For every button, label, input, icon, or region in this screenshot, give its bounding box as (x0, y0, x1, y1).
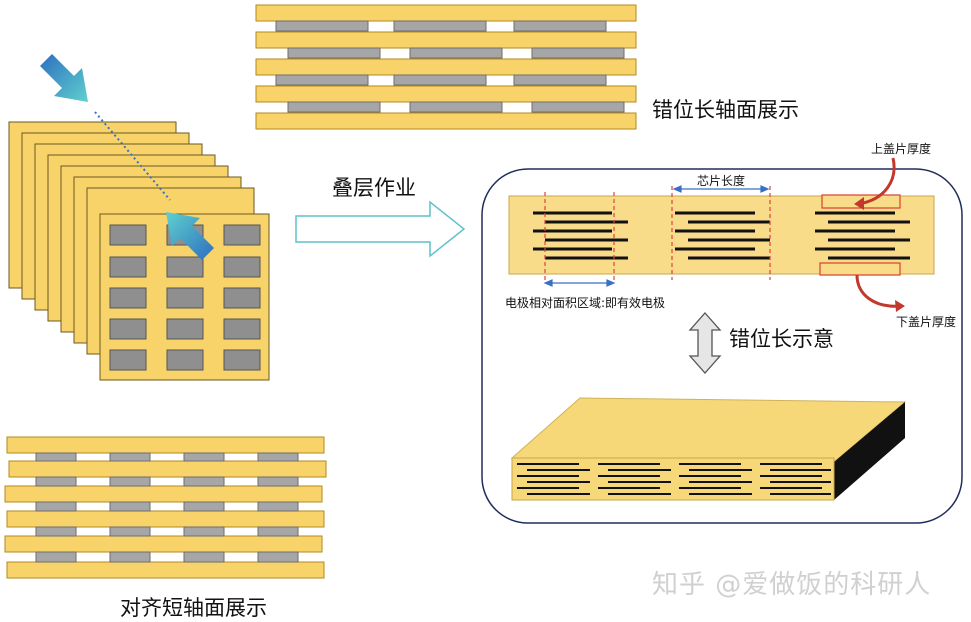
watermark: 知乎 @爱做饭的科研人 (652, 570, 932, 600)
aligned-short-axis-stack (4, 436, 327, 579)
stagger-length-label: 错位长示意 (729, 327, 834, 351)
stagger-long-axis-label: 错位长轴面展示 (652, 98, 799, 122)
stagger-long-axis-stack (255, 4, 637, 130)
effective-electrode-label: 电极相对面积区域:即有效电极 (505, 296, 666, 310)
top-cover-label: 上盖片厚度 (871, 142, 932, 156)
stagger-detail-panel (481, 157, 963, 524)
sheet-stack (8, 111, 270, 381)
process-arrow-icon (295, 200, 466, 258)
down-arrow-icon (40, 54, 88, 102)
aligned-short-axis-label: 对齐短轴面展示 (120, 596, 267, 620)
bottom-cover-label: 下盖片厚度 (896, 315, 957, 329)
chip-3d-block (510, 397, 907, 501)
cut-line (94, 111, 171, 201)
chip-length-label: 芯片长度 (697, 174, 746, 188)
chip-length-dimension (672, 185, 770, 193)
up-arrow-icon (166, 212, 214, 260)
lamination-label: 叠层作业 (332, 176, 416, 200)
double-arrow-icon (688, 312, 722, 374)
effective-electrode-dimension (543, 279, 616, 287)
bottom-cover-box (819, 262, 901, 276)
